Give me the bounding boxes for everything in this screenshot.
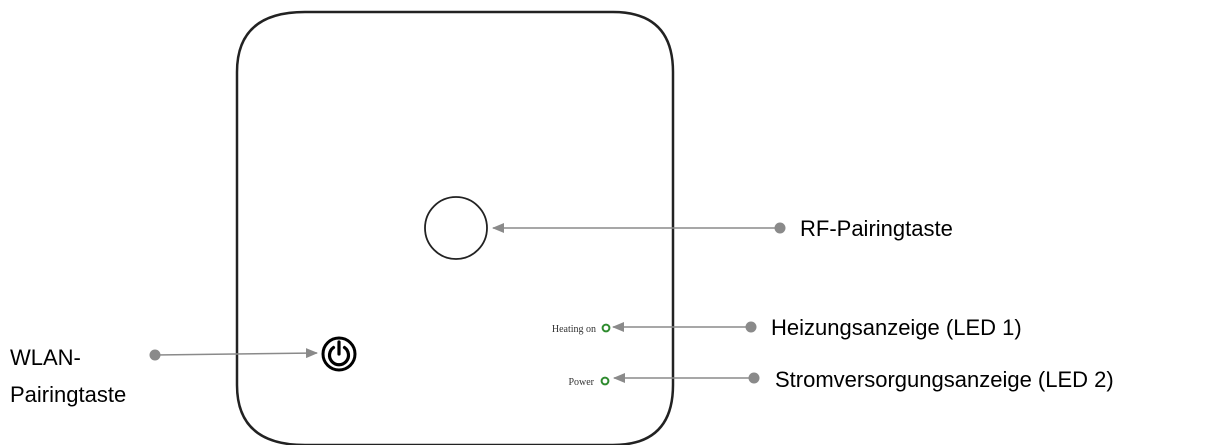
power-indicator-leader — [613, 372, 760, 384]
rf-pairing-callout: RF-Pairingtaste — [800, 216, 953, 241]
wlan-pairing-leader — [149, 348, 318, 361]
wlan-pairing-button[interactable] — [321, 336, 357, 372]
wlan-pairing-callout-line2: Pairingtaste — [10, 382, 126, 407]
power-label: Power — [568, 377, 594, 388]
power-led — [600, 376, 610, 386]
heating-led — [601, 323, 611, 333]
power-icon — [321, 336, 357, 372]
power-indicator-callout: Stromversorgungsanzeige (LED 2) — [775, 367, 1114, 392]
heating-on-label: Heating on — [552, 324, 596, 335]
rf-pairing-button[interactable] — [424, 196, 488, 260]
power-icon-ring — [327, 345, 351, 367]
heating-indicator-leader — [612, 321, 757, 333]
rf-pairing-leader — [492, 222, 786, 234]
wlan-pairing-callout-line1: WLAN- — [10, 345, 81, 370]
heating-indicator-callout: Heizungsanzeige (LED 1) — [771, 315, 1022, 340]
